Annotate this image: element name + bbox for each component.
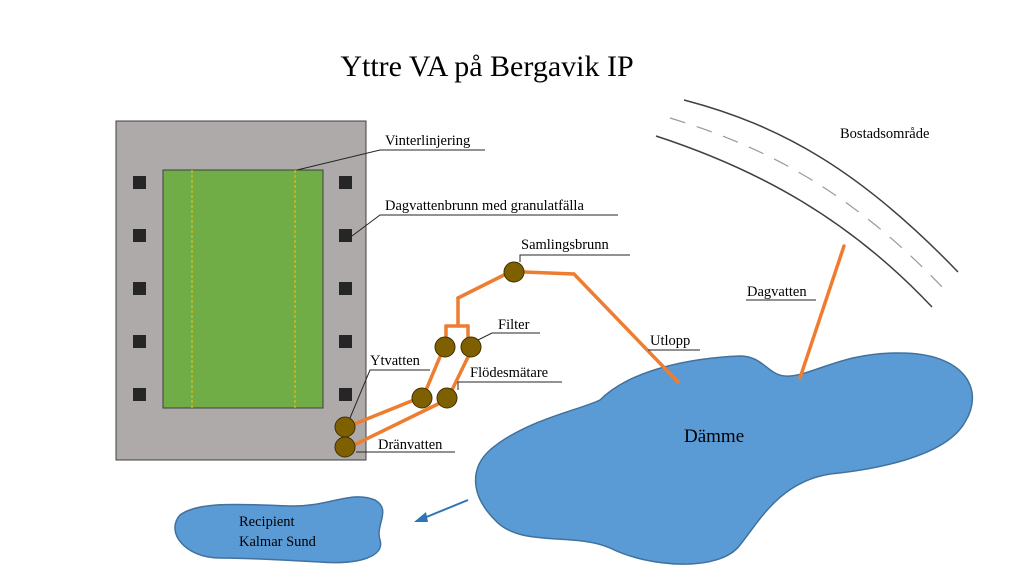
pipe-samlingsbrunn-branch	[456, 272, 508, 300]
drain-square	[133, 176, 146, 189]
drain-square	[133, 388, 146, 401]
wells	[334, 261, 525, 458]
pipe-ytvatten	[350, 398, 416, 427]
drain-square	[339, 282, 352, 295]
label-bostadsomrade: Bostadsområde	[840, 126, 929, 142]
road	[655, 99, 959, 308]
well-ytvatten	[334, 416, 356, 438]
drain-square	[133, 282, 146, 295]
leader-flodesmatare	[457, 381, 562, 390]
label-kalmar-sund: Kalmar Sund	[239, 534, 317, 550]
leader-filter	[477, 332, 540, 341]
well-samlingsbrunn	[503, 261, 525, 283]
leader-samlingsbrunn	[519, 254, 630, 262]
label-utlopp: Utlopp	[650, 333, 690, 349]
road-centerline	[669, 117, 946, 291]
label-dranvatten: Dränvatten	[378, 437, 443, 453]
well-left	[411, 387, 433, 409]
drain-square	[339, 176, 352, 189]
pipe-samlingsbrunn-utlopp	[522, 270, 680, 384]
pipe-dranvatten	[350, 401, 442, 448]
label-filter: Filter	[498, 317, 530, 333]
recipient-water	[174, 496, 384, 564]
road-edge-lower	[655, 135, 933, 308]
drain-squares	[133, 176, 352, 401]
leader-ytvatten	[349, 369, 430, 419]
drain-square	[133, 335, 146, 348]
diagram-title: Yttre VA på Bergavik IP	[340, 50, 633, 83]
drain-square	[339, 229, 352, 242]
pipe-network	[350, 244, 846, 448]
pipe-filter-left-down	[424, 350, 444, 392]
pipe-dagvatten	[798, 244, 846, 380]
label-recipient: Recipient	[239, 514, 295, 530]
label-dagvattenbrunn: Dagvattenbrunn med granulatfälla	[385, 198, 584, 214]
leader-vinterlinjering	[296, 149, 485, 171]
label-flodesmatare: Flödesmätare	[470, 365, 548, 381]
well-dranvatten	[334, 436, 356, 458]
label-dagvatten: Dagvatten	[747, 284, 807, 300]
well-flodesmatare	[436, 387, 458, 409]
sports-pitch	[115, 120, 367, 461]
road-edge-upper	[683, 99, 959, 273]
well-filter-left	[434, 336, 456, 358]
drain-square	[339, 388, 352, 401]
outflow-arrow	[414, 499, 469, 522]
drain-square	[133, 229, 146, 242]
pipe-filter-right-down	[450, 355, 470, 392]
drain-square	[339, 335, 352, 348]
leader-dagvattenbrunn	[351, 214, 618, 237]
well-filter-right	[460, 336, 482, 358]
leader-lines	[296, 149, 816, 453]
pitch-field	[162, 169, 324, 409]
labels: Vinterlinjering Dagvattenbrunn med granu…	[239, 126, 929, 550]
pond-damme	[474, 352, 974, 565]
label-samlingsbrunn: Samlingsbrunn	[521, 237, 610, 253]
label-damme: Dämme	[684, 426, 744, 447]
label-vinterlinjering: Vinterlinjering	[385, 133, 470, 149]
label-ytvatten: Ytvatten	[370, 353, 421, 369]
